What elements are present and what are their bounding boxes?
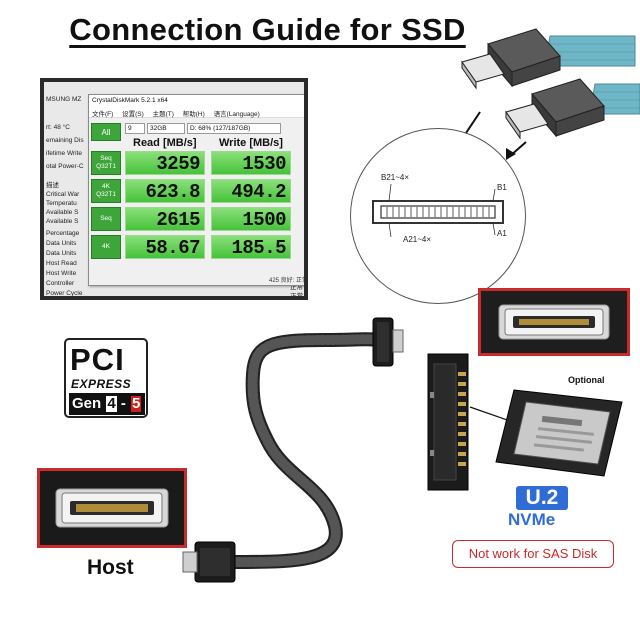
write-header: Write [MB/s] (219, 137, 283, 149)
bg-text: Host Read (46, 260, 77, 267)
bg-text: emaining Dis (46, 137, 84, 144)
row-button-4k[interactable]: 4K (91, 235, 121, 259)
bg-text: Available S (46, 209, 79, 216)
connector-slot-icon (372, 183, 504, 238)
gen-to: 5 (131, 395, 142, 412)
gen-from: 4 (106, 395, 117, 412)
row-button-4k-q32t1[interactable]: 4K Q32T1 (91, 179, 121, 203)
ssd-drive-icon (495, 389, 623, 477)
gen-badge: Gen 4 - 5 (69, 393, 145, 415)
connector-pinout-diagram: B21~4× B1 A21~4× A1 (350, 128, 526, 304)
bg-text: Percentage (46, 230, 80, 237)
read-value: 2615 (125, 207, 205, 231)
read-value: 623.8 (125, 179, 205, 203)
write-value: 494.2 (211, 179, 291, 203)
row-label-bottom: Q32T1 (96, 191, 116, 198)
row-button-seq[interactable]: Seq (91, 207, 121, 231)
row-label-top: Seq (100, 155, 112, 162)
menu-settings[interactable]: 设置(S) (122, 111, 144, 118)
cable-end-connector-icon (372, 317, 404, 367)
menu-language[interactable]: 语言(Language) (213, 111, 260, 118)
menu-help[interactable]: 帮助(H) (182, 111, 205, 118)
host-label: Host (87, 556, 134, 579)
bg-text: otal Power-C (46, 163, 84, 170)
menu-theme[interactable]: 主题(T) (152, 111, 174, 118)
sas-warning-badge: Not work for SAS Disk (452, 540, 614, 568)
bg-text: Temperatu (46, 200, 77, 207)
pin-label-b1: B1 (497, 183, 507, 192)
row-button-seq-q32t1[interactable]: Seq Q32T1 (91, 151, 121, 175)
host-port-photo (37, 468, 187, 548)
u2-badge: U.2 (516, 486, 568, 510)
row-label-top: 4K (102, 243, 110, 250)
row-label-top: Seq (100, 215, 112, 222)
write-value: 1500 (211, 207, 291, 231)
page-title: Connection Guide for SSD (69, 12, 466, 47)
bg-text: Controller (46, 280, 75, 287)
bg-text: Power Cycle (46, 290, 83, 297)
pin-label-a21: A21~4× (403, 235, 432, 244)
sff-cable-illustration (182, 317, 404, 583)
bg-text: Critical War (46, 191, 80, 198)
row-label-bottom: Q32T1 (96, 163, 116, 170)
row-label-top: 4K (102, 183, 110, 190)
pcie-logo: PCI EXPRESS Gen 4 - 5 (64, 338, 148, 418)
bg-text: MSUNG MZ (46, 96, 82, 103)
bg-text: Data Units (46, 240, 77, 247)
window-title: CrystalDiskMark 5.2.1 x64 (89, 95, 304, 107)
pin-label-a1: A1 (497, 229, 507, 238)
bg-text: Host Write (46, 270, 77, 277)
bg-status: 正常 (290, 284, 303, 291)
write-value: 1530 (211, 151, 291, 175)
read-value: 58.67 (125, 235, 205, 259)
pin-label-b21: B21~4× (381, 173, 410, 182)
read-value: 3259 (125, 151, 205, 175)
cable-end-connector-icon (182, 541, 236, 583)
port-closeup-photo (478, 288, 630, 356)
menu-file[interactable]: 文件(F) (92, 111, 114, 118)
benchmark-screenshot: MSUNG MZ rt: 48 °C emaining Dis ifetime … (40, 78, 308, 300)
cable-connector-icon (505, 78, 640, 140)
pci-logo-text: PCI (70, 342, 125, 377)
status-bar: 425 良好: 正常 (269, 278, 308, 284)
u2-adapter-board (427, 353, 469, 491)
test-count-select[interactable]: 9 (125, 123, 145, 134)
drive-select[interactable]: D: 68% (127/187GB) (187, 123, 281, 134)
bg-text: Data Units (46, 250, 77, 257)
test-size-select[interactable]: 32GB (147, 123, 185, 134)
bg-text: ifetime Write (46, 150, 82, 157)
all-button[interactable]: All (91, 123, 121, 141)
optional-label: Optional (568, 375, 605, 385)
bg-text: Available S (46, 218, 79, 225)
gen-label: Gen (72, 395, 102, 412)
host-port-icon (40, 471, 184, 545)
sff-8654-port-icon (481, 291, 627, 353)
pointer-line (469, 406, 511, 422)
crystaldiskmark-window: CrystalDiskMark 5.2.1 x64 文件(F) 设置(S) 主题… (88, 94, 308, 286)
gen-separator: - (120, 395, 126, 412)
bg-status: 正常 (290, 293, 303, 300)
bg-text: 描述 (46, 182, 59, 189)
cable-connector-icon (461, 28, 636, 90)
read-header: Read [MB/s] (133, 137, 197, 149)
menu-bar: 文件(F) 设置(S) 主题(T) 帮助(H) 语言(Language) (89, 107, 304, 118)
nvme-label: NVMe (508, 510, 556, 529)
cable-connectors-illustration (456, 28, 640, 160)
bg-text: rt: 48 °C (46, 124, 70, 131)
express-logo-text: EXPRESS (71, 377, 132, 391)
write-value: 185.5 (211, 235, 291, 259)
